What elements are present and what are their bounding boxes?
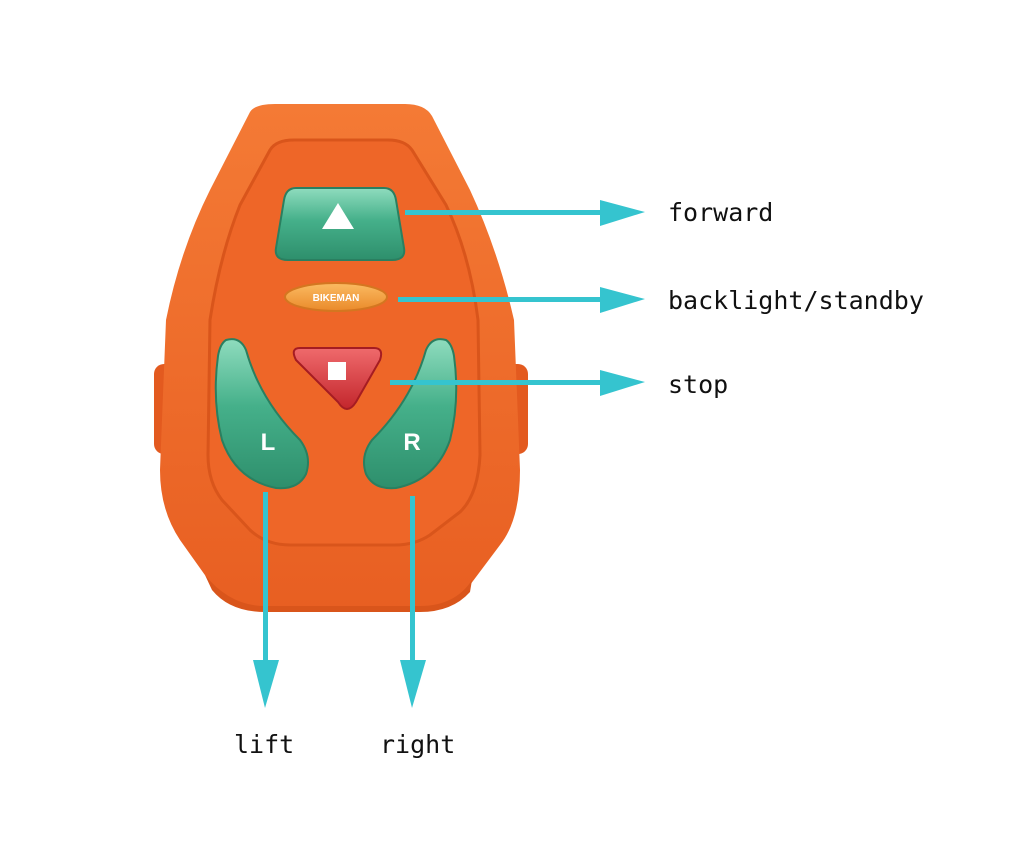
up-triangle-icon (322, 203, 354, 229)
right-key-letter: R (403, 429, 420, 456)
backlight-arrow (398, 287, 645, 313)
right-arrow (400, 496, 426, 708)
forward-arrow (405, 200, 645, 226)
backlight-standby-label: backlight/standby (668, 286, 924, 315)
stop-button[interactable] (292, 347, 383, 410)
stop-label: stop (668, 370, 729, 399)
forward-label: forward (668, 198, 774, 227)
right-button[interactable]: R (363, 338, 458, 490)
lift-arrow (253, 492, 279, 708)
right-label: right (380, 730, 456, 759)
left-key-letter: L (261, 429, 276, 456)
brand-logo-text: BIKEMAN (313, 293, 360, 304)
backlight-standby-button[interactable]: BIKEMAN (284, 282, 388, 312)
forward-button[interactable] (274, 187, 406, 261)
stop-square-icon (328, 362, 346, 380)
left-button[interactable]: L (214, 338, 309, 490)
callout-arrows (253, 200, 645, 708)
lift-label: lift (234, 730, 295, 759)
stop-arrow (390, 370, 645, 396)
